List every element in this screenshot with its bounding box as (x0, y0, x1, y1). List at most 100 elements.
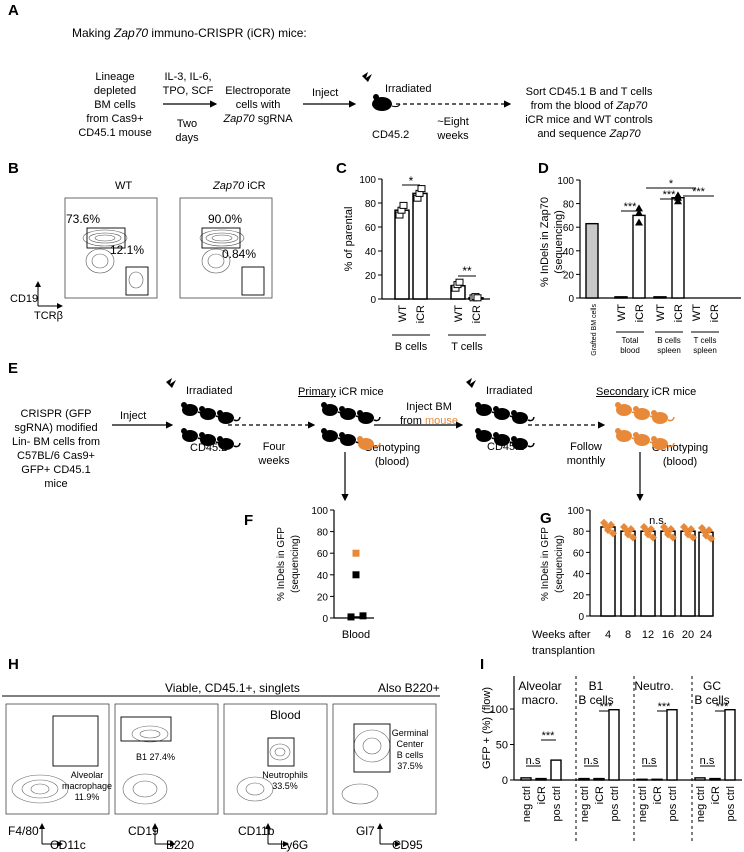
y-tick-label: 0 (370, 295, 376, 306)
panel-d-point (674, 191, 682, 199)
panel-d-x-tick-label: WT (655, 304, 667, 321)
y-tick-label: 80 (317, 528, 329, 539)
panel-h-b1: B1 27.4% (136, 752, 176, 762)
panel-d-x-tick-label: Grafted BM cells (591, 304, 598, 356)
panel-i-label: I (480, 656, 485, 673)
panel-i-y-label: GFP + (%) (flow) (481, 687, 493, 769)
panel-i-group-label: B1 (589, 679, 604, 693)
panel-i-bar (724, 709, 736, 781)
panel-d-point (674, 197, 682, 205)
panel-g-x-label: Weeks after (532, 629, 591, 641)
panel-c-x-tick-label: WT (453, 305, 465, 322)
panel-e-inject: Inject (120, 410, 147, 422)
panel-d-sig: *** (624, 201, 638, 213)
y-tick-label: 40 (317, 571, 329, 582)
panel-a-inject: Inject (312, 87, 339, 99)
panel-b-wt-title: WT (115, 180, 133, 192)
mouse-icon (615, 402, 639, 416)
panel-d-x-tick-label: iCR (673, 304, 685, 322)
mouse-icon (217, 436, 241, 450)
icr-t-percent: 0.84% (222, 247, 257, 261)
panel-f-point (352, 549, 360, 557)
y-tick-label: 0 (578, 612, 584, 623)
panel-g-point (705, 526, 713, 535)
panel-d-x-tick-label: iCR (634, 304, 646, 322)
panel-d-point (635, 209, 643, 217)
panel-g-point (660, 522, 668, 531)
panel-h-header-1: Viable, CD45.1+, singlets (165, 681, 300, 695)
panel-i-x-tick-label: iCR (594, 786, 606, 804)
panel-g-x-tick-label: 12 (642, 629, 654, 641)
panel-d-x-tick-label: WT (691, 304, 703, 321)
panel-f-label: F (244, 512, 254, 529)
mouse-icon (511, 436, 535, 450)
flow-plot-alveolar (5, 703, 110, 815)
contours (82, 229, 245, 289)
y-tick-label: 40 (573, 570, 585, 581)
y-tick-label: 100 (359, 175, 376, 186)
panel-b-icr-title: Zap70 iCR (213, 180, 266, 192)
panel-c-point (455, 278, 464, 286)
panel-i-group-label: Alveolar (518, 679, 561, 693)
panel-i-sig: *** (542, 730, 556, 742)
gate (241, 266, 265, 296)
panel-c-point (399, 201, 408, 209)
y-tick-label: 0 (568, 294, 574, 305)
panel-g-x-tick-label: 4 (605, 629, 611, 641)
panel-h-flow-plots (2, 695, 440, 847)
panel-i-group-label: B cells (694, 693, 729, 707)
y-tick-label: 100 (567, 506, 584, 517)
panel-i-bar (535, 777, 547, 781)
panel-i-bar (709, 777, 721, 781)
mouse-icon (372, 94, 401, 111)
gate (86, 227, 126, 249)
y-tick-label: 20 (573, 591, 585, 602)
panel-h-x-axis-3: Ly6G (280, 838, 309, 852)
mouse-icon (633, 432, 657, 446)
gate (201, 227, 241, 249)
panel-d-sig: *** (692, 186, 706, 198)
flow-plot-gc (332, 703, 437, 815)
y-tick-label: 20 (317, 592, 329, 603)
panel-d-point (635, 204, 643, 212)
panel-b-flow-plots (64, 197, 273, 299)
lightning-icon (362, 72, 372, 82)
y-tick-label: 80 (563, 200, 575, 211)
panel-i-bar (694, 777, 706, 781)
panel-g-bar (680, 530, 696, 617)
gate (125, 266, 149, 296)
mouse-icon (493, 432, 517, 446)
panel-g-point (620, 522, 628, 531)
panel-a-irradiated: Irradiated (385, 83, 432, 95)
panel-g-point (700, 527, 708, 536)
mouse-icon (511, 410, 535, 424)
panel-d-group-label: spleen (657, 346, 681, 355)
y-tick-label: 20 (365, 271, 377, 282)
lightning-icon (466, 378, 476, 388)
panel-d-group-label: T cells (694, 336, 717, 345)
panel-c-x-tick-label: iCR (471, 305, 483, 323)
panel-h-y-axis-4: Gl7 (356, 824, 375, 838)
panel-g-bar (620, 530, 636, 617)
y-tick-label: 0 (502, 775, 508, 787)
y-tick-label: 50 (496, 740, 508, 752)
panel-i-ns: n.s (642, 755, 657, 767)
panel-a-diagram (163, 72, 512, 111)
panel-i-group-label: GC (703, 679, 721, 693)
mouse-icon (475, 428, 499, 442)
panel-g-point (609, 529, 617, 538)
y-tick-label: 0 (322, 614, 328, 625)
panel-d-bar (585, 222, 599, 299)
panel-i-bar (666, 709, 678, 781)
panel-i-bar (593, 777, 605, 781)
panel-e-irradiated-1: Irradiated (186, 385, 233, 397)
panel-g-point (682, 526, 690, 535)
panel-g-bar (640, 530, 656, 617)
wt-t-percent: 12.1% (110, 243, 145, 257)
panel-i-x-tick-label: iCR (536, 786, 548, 804)
